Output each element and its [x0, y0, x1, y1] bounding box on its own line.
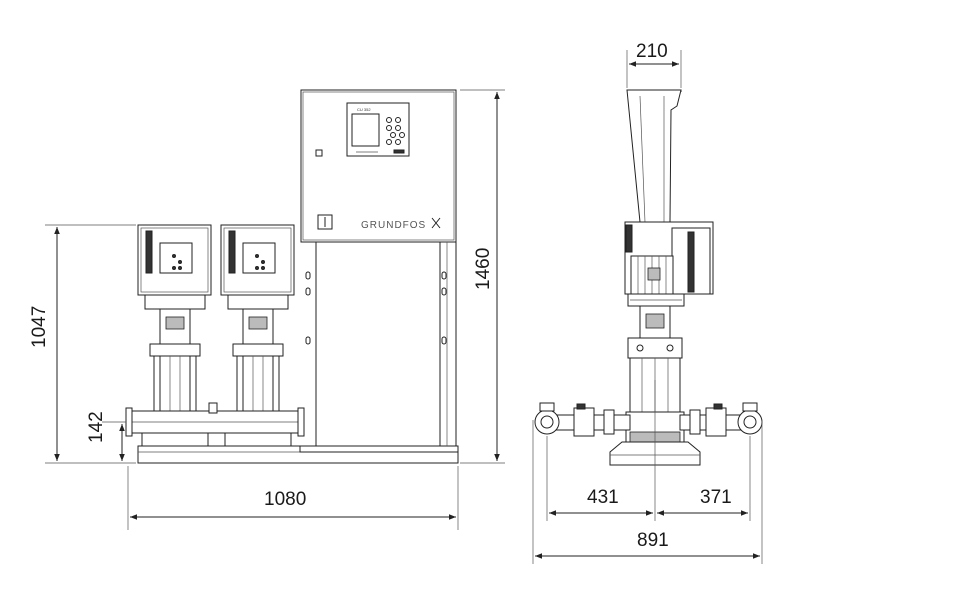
dim-pump-height: 1047	[29, 306, 50, 348]
side-piping	[534, 380, 763, 470]
side-dimensions: 210 431 371 891	[532, 41, 763, 564]
base-frame	[137, 445, 459, 464]
controller-display: CU 352	[346, 102, 410, 157]
dim-pipe-height: 142	[86, 411, 107, 443]
dim-base-width: 1080	[264, 489, 306, 510]
dim-overall-height: 1460	[473, 248, 494, 290]
dim-left-offset: 431	[587, 487, 619, 508]
front-dimensions: 1460 1047 142 1080	[29, 89, 505, 530]
pump-1	[137, 224, 212, 447]
front-view: CU 352 GRUNDFOS	[125, 89, 459, 464]
side-motor	[624, 221, 714, 307]
side-cabinet	[626, 89, 682, 223]
control-cabinet: CU 352 GRUNDFOS	[300, 89, 457, 243]
dim-overall-depth: 891	[637, 530, 669, 551]
pump-2	[220, 224, 295, 447]
dim-right-offset: 371	[700, 487, 732, 508]
controller-label: CU 352	[357, 107, 371, 112]
cabinet-stand	[305, 242, 457, 446]
brand-logo: GRUNDFOS	[361, 220, 426, 231]
dim-cabinet-depth: 210	[636, 41, 668, 62]
manifold-pipe	[125, 402, 305, 437]
side-view	[534, 89, 763, 470]
